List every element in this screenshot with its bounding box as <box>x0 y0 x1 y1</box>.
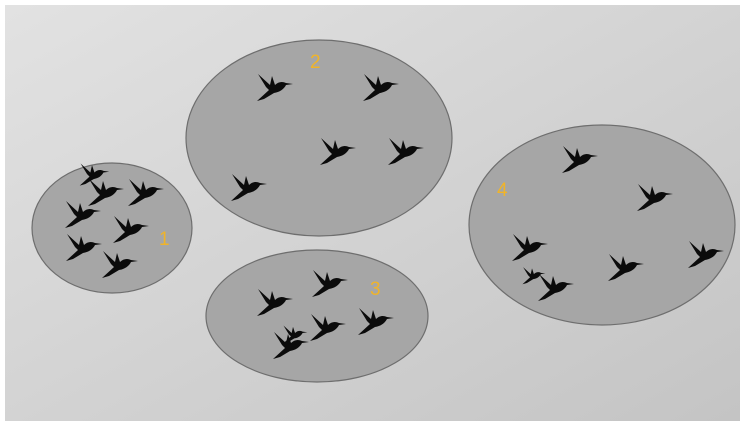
cluster-4-ellipse <box>469 125 735 325</box>
cluster-4: 4 <box>469 125 735 325</box>
cluster-2-label: 2 <box>310 52 321 73</box>
cluster-1-label: 1 <box>159 229 170 250</box>
cluster-3-ellipse <box>206 250 428 382</box>
cluster-1: 1 <box>32 163 192 293</box>
cluster-4-label: 4 <box>497 180 508 201</box>
cluster-2: 2 <box>186 40 452 236</box>
cluster-3: 3 <box>206 250 428 382</box>
cluster-3-label: 3 <box>370 279 381 300</box>
